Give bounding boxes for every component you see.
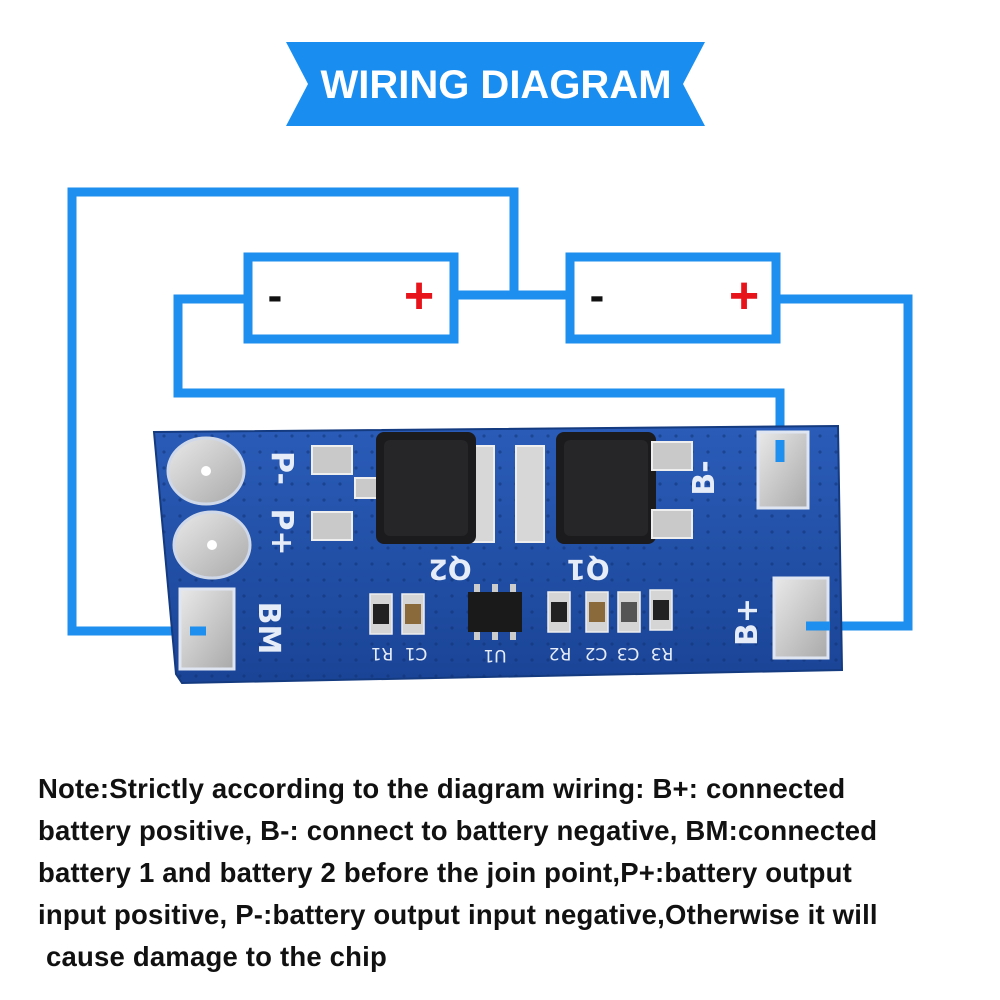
silk-c3: C3 [617, 643, 640, 663]
wire-b-minus [173, 294, 785, 462]
battery-2-plus-label: + [729, 267, 759, 325]
note-line-4: input positive, P-:battery output input … [38, 899, 878, 930]
silk-r1: R1 [371, 643, 394, 663]
silk-p-plus: P+ [264, 508, 299, 555]
note-line-3: battery 1 and battery 2 before the join … [38, 857, 853, 888]
battery-2-minus-label: - [590, 271, 605, 320]
banner-title: WIRING DIAGRAM [320, 63, 671, 107]
wiring-note: Note:Strictly according to the diagram w… [38, 768, 983, 978]
protection-board: P- P+ BM B- B+ Q2 Q1 [152, 424, 844, 685]
battery-2: - + [565, 252, 781, 344]
mosfet-q1: Q1 [515, 432, 693, 586]
silk-q1: Q1 [566, 553, 609, 586]
wire-endpoints [190, 440, 830, 636]
note-line-5: cause damage to the chip [46, 941, 388, 972]
note-line-1: Note:Strictly according to the diagram w… [38, 773, 846, 804]
chip-u1 [468, 584, 522, 640]
silk-p-minus: P- [264, 451, 299, 485]
b-plus-pad [772, 576, 830, 660]
battery-1-minus-label: - [268, 271, 283, 320]
bm-pad [178, 587, 236, 671]
silk-u1: U1 [483, 645, 506, 665]
battery-1-plus-label: + [404, 267, 434, 325]
silk-r3: R3 [651, 643, 674, 663]
note-line-2: battery positive, B-: connect to battery… [38, 815, 878, 846]
passive-components [369, 589, 673, 635]
silk-c1: C1 [405, 643, 428, 663]
silk-q2: Q2 [428, 553, 471, 586]
wires [67, 187, 913, 636]
wire-bm [67, 187, 519, 636]
silk-r2: R2 [549, 643, 572, 663]
silk-b-plus: B+ [730, 598, 765, 646]
mosfet-q2: Q2 [311, 432, 495, 586]
wire-b-plus [778, 294, 913, 631]
silk-bm: BM [251, 602, 286, 655]
title-banner: WIRING DIAGRAM [286, 42, 705, 126]
silk-c2: C2 [585, 643, 608, 663]
battery-1: - + [243, 252, 459, 344]
